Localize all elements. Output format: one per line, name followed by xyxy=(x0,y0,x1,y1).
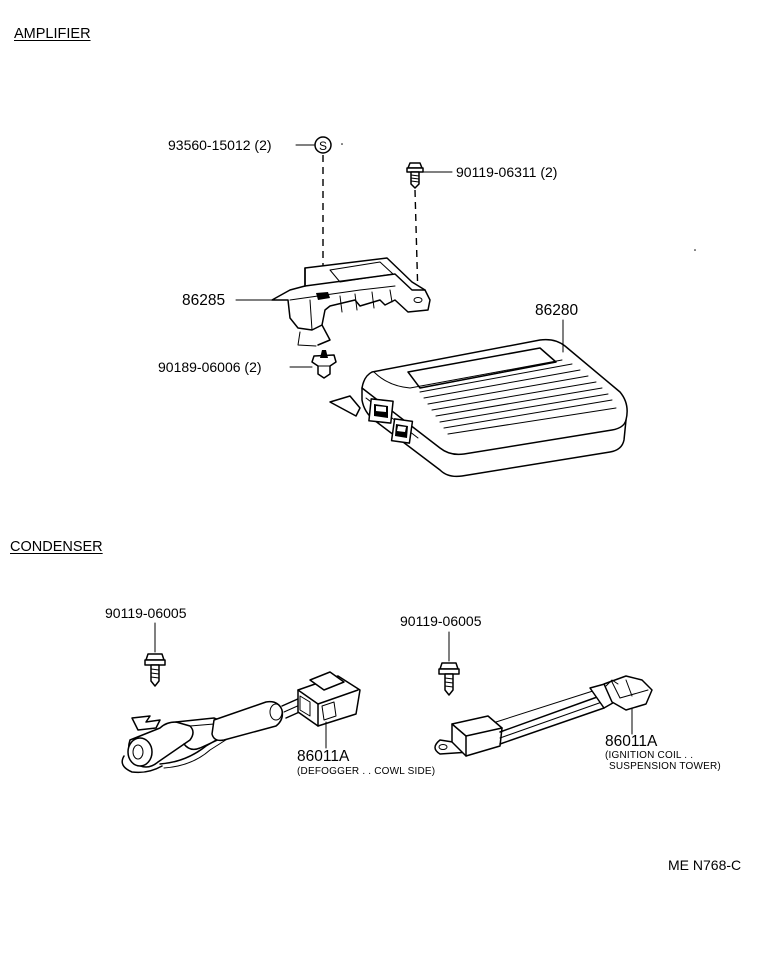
bolt-left-shape xyxy=(144,653,166,687)
condenser-left-shape xyxy=(121,671,361,774)
part-label-bolt-top: 90119-06311 (2) xyxy=(456,164,558,180)
dash-bolt-top xyxy=(414,189,419,299)
s-mark-text: S xyxy=(319,139,327,153)
section-title-condenser: CONDENSER xyxy=(10,539,103,555)
part-label-cond-left: 86011A xyxy=(297,748,350,765)
drawing-code: ME N768-C xyxy=(668,857,742,873)
section-title-amplifier: AMPLIFIER xyxy=(14,26,91,42)
bolt-top-shape xyxy=(406,162,424,189)
part-label-bracket: 86285 xyxy=(182,292,226,309)
part-label-bolt-right: 90119-06005 xyxy=(400,613,482,629)
condenser-right-shape xyxy=(434,675,653,757)
clip-shape xyxy=(311,350,337,379)
part-label-clip: 90189-06006 (2) xyxy=(158,359,262,375)
part-label-amplifier: 86280 xyxy=(535,302,579,319)
bracket-shape xyxy=(271,257,431,347)
part-label-bolt-left: 90119-06005 xyxy=(105,605,187,621)
part-note-cond-right-2: SUSPENSION TOWER) xyxy=(609,761,721,772)
bolt-right-shape xyxy=(438,662,460,696)
part-note-cond-left: (DEFOGGER . . COWL SIDE) xyxy=(297,766,436,777)
part-label-cond-right: 86011A xyxy=(605,733,658,750)
nut-s-symbol: S xyxy=(314,136,332,154)
part-label-nut-s: 93560-15012 (2) xyxy=(168,137,272,153)
stray-dot xyxy=(694,249,696,251)
amplifier-shape xyxy=(329,338,628,478)
part-note-cond-right-1: (IGNITION COIL . . xyxy=(605,750,694,761)
stray-dot xyxy=(341,143,343,145)
